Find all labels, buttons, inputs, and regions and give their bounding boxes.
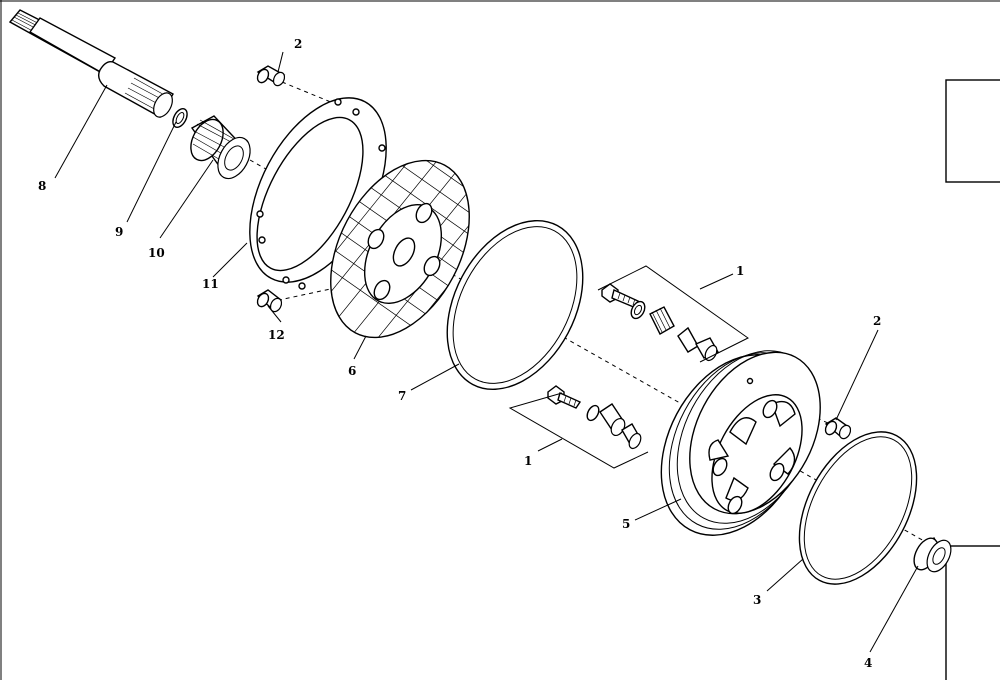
piston-housing-part	[660, 350, 821, 536]
dowel-pin-lower-part	[256, 289, 283, 313]
callout-6: 6	[348, 364, 356, 378]
callout-9: 9	[115, 225, 123, 239]
callout-3: 3	[753, 593, 761, 607]
callout-2-right: 2	[873, 314, 881, 328]
callout-labels: 1 1 2 2 3 4 5 6 7 8 9 10 11 12	[38, 37, 881, 670]
page-tab-upper	[945, 79, 1000, 183]
snap-ring-part	[172, 108, 188, 128]
o-ring-part	[446, 219, 584, 391]
leader-lines	[54, 51, 919, 653]
dowel-pin-right-part	[824, 417, 852, 440]
callout-4: 4	[864, 656, 872, 670]
callout-2-left: 2	[294, 37, 302, 51]
callout-12: 12	[268, 328, 285, 342]
shaft-part	[8, 9, 174, 118]
friction-disc-part	[302, 136, 498, 362]
dowel-pin-upper-part	[256, 65, 286, 87]
seal-ring-part	[798, 431, 918, 585]
page-tab-lower	[945, 545, 1000, 680]
bushing-part	[913, 536, 952, 573]
bolt-spring-kit-lower-part	[547, 385, 642, 450]
callout-11: 11	[202, 277, 219, 291]
callout-1-lower: 1	[524, 454, 532, 468]
callout-1-upper: 1	[736, 264, 744, 278]
gear-hub-part	[190, 115, 251, 180]
callout-8: 8	[38, 179, 46, 193]
callout-10: 10	[148, 246, 165, 260]
callout-7: 7	[398, 389, 406, 403]
callout-5: 5	[622, 517, 630, 531]
bolt-spring-kit-upper-part	[601, 283, 719, 362]
